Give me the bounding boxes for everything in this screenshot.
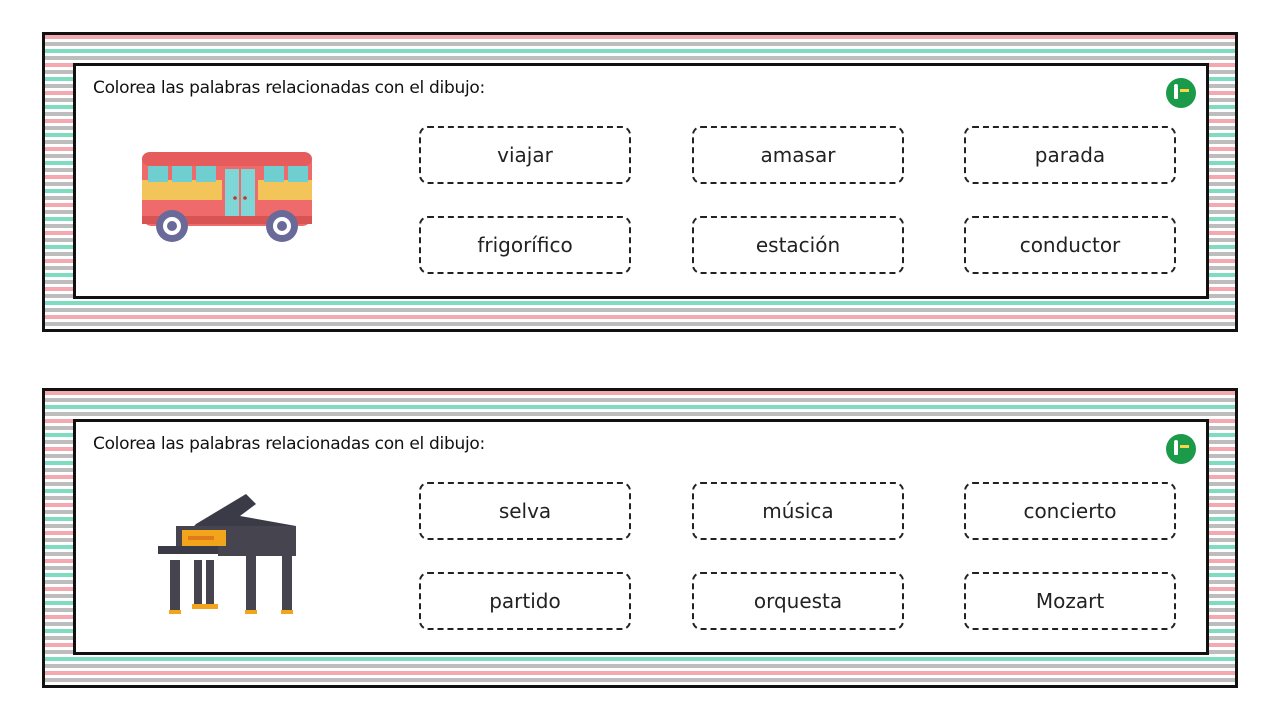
logo-icon: [1166, 434, 1196, 464]
word-box[interactable]: Mozart: [964, 572, 1176, 630]
worksheet-card-2: Colorea las palabras relacionadas con el…: [42, 388, 1238, 688]
word-box[interactable]: estación: [692, 216, 904, 274]
word-box[interactable]: música: [692, 482, 904, 540]
logo-icon: [1166, 78, 1196, 108]
word-box[interactable]: frigorífico: [419, 216, 631, 274]
word-box[interactable]: amasar: [692, 126, 904, 184]
word-box[interactable]: concierto: [964, 482, 1176, 540]
word-box[interactable]: orquesta: [692, 572, 904, 630]
word-box[interactable]: selva: [419, 482, 631, 540]
instruction-text: Colorea las palabras relacionadas con el…: [93, 434, 485, 454]
grand-piano-icon: [136, 484, 316, 624]
word-box[interactable]: partido: [419, 572, 631, 630]
card-content-frame: Colorea las palabras relacionadas con el…: [73, 419, 1209, 655]
word-box[interactable]: viajar: [419, 126, 631, 184]
word-box[interactable]: parada: [964, 126, 1176, 184]
word-box[interactable]: conductor: [964, 216, 1176, 274]
instruction-text: Colorea las palabras relacionadas con el…: [93, 78, 485, 98]
card-content-frame: Colorea las palabras relacionadas con el…: [73, 63, 1209, 299]
bus-icon: [136, 144, 316, 244]
worksheet-card-1: Colorea las palabras relacionadas con el…: [42, 32, 1238, 332]
